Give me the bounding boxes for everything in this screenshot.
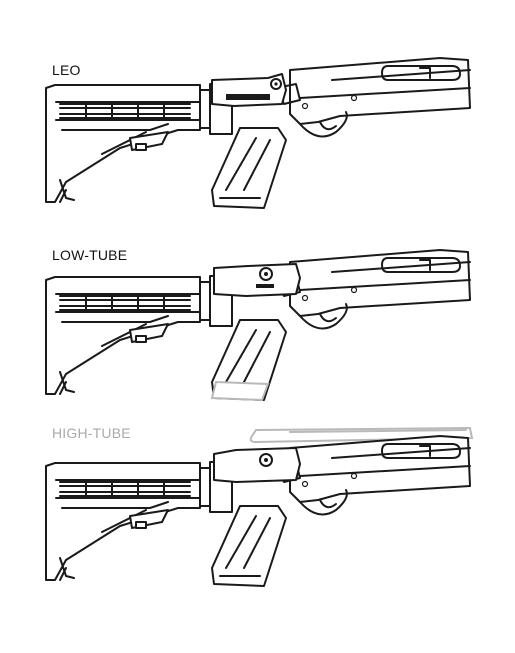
low-tube-adapter: [213, 263, 301, 297]
config-label-leo: LEO: [52, 62, 81, 78]
config-label-low-tube: LOW-TUBE: [52, 247, 128, 263]
config-label-high-tube: HIGH-TUBE: [52, 425, 131, 441]
low-tube-grip-faded: [210, 380, 270, 402]
leo-engraving-plate: [226, 94, 270, 100]
high-tube-adapter: [213, 447, 301, 483]
leo-diagram: [45, 57, 471, 209]
low-tube-diagram: [45, 249, 471, 402]
panel-leo: LEO: [0, 40, 515, 240]
panel-high-tube: HIGH-TUBE: [0, 418, 515, 618]
high-tube-diagram: [45, 426, 474, 587]
panel-low-tube: LOW-TUBE: [0, 232, 515, 432]
